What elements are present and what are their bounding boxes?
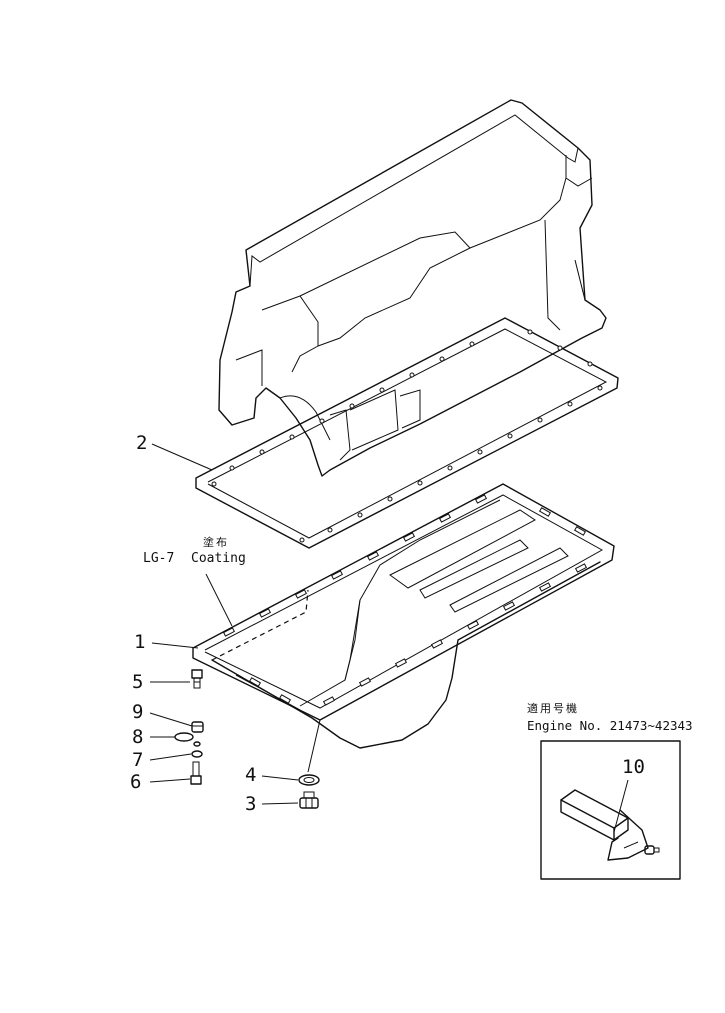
applicable-engine-range: Engine No. 21473~42343 bbox=[527, 718, 693, 733]
ring-7 bbox=[191, 741, 203, 758]
callout-3: 3 bbox=[245, 793, 257, 815]
callout-6: 6 bbox=[130, 771, 142, 793]
engine-block bbox=[218, 99, 607, 477]
callout-8: 8 bbox=[132, 726, 144, 748]
inset-box bbox=[540, 740, 681, 880]
callout-4: 4 bbox=[245, 764, 257, 786]
callout-10: 10 bbox=[622, 756, 645, 778]
strainer-10 bbox=[560, 789, 660, 861]
callout-2: 2 bbox=[136, 432, 148, 454]
callout-7: 7 bbox=[132, 749, 144, 771]
applicable-jp-note: 適用号機 bbox=[527, 702, 579, 715]
callout-5: 5 bbox=[132, 671, 144, 693]
oil-pan-gasket bbox=[195, 317, 619, 549]
callout-1: 1 bbox=[134, 631, 146, 653]
washer-8 bbox=[174, 732, 194, 742]
bolt-6 bbox=[190, 761, 202, 785]
coating-label: Coating bbox=[191, 551, 246, 566]
oil-pan bbox=[192, 483, 615, 749]
washer-4 bbox=[298, 774, 320, 786]
coating-code: LG-7 bbox=[143, 551, 175, 566]
bolt-5 bbox=[191, 669, 203, 689]
leader-lines bbox=[149, 443, 629, 833]
callout-9: 9 bbox=[132, 701, 144, 723]
drain-plug-3 bbox=[299, 791, 319, 809]
coating-jp-note: 塗布 bbox=[203, 536, 229, 549]
nut-9 bbox=[191, 721, 204, 733]
